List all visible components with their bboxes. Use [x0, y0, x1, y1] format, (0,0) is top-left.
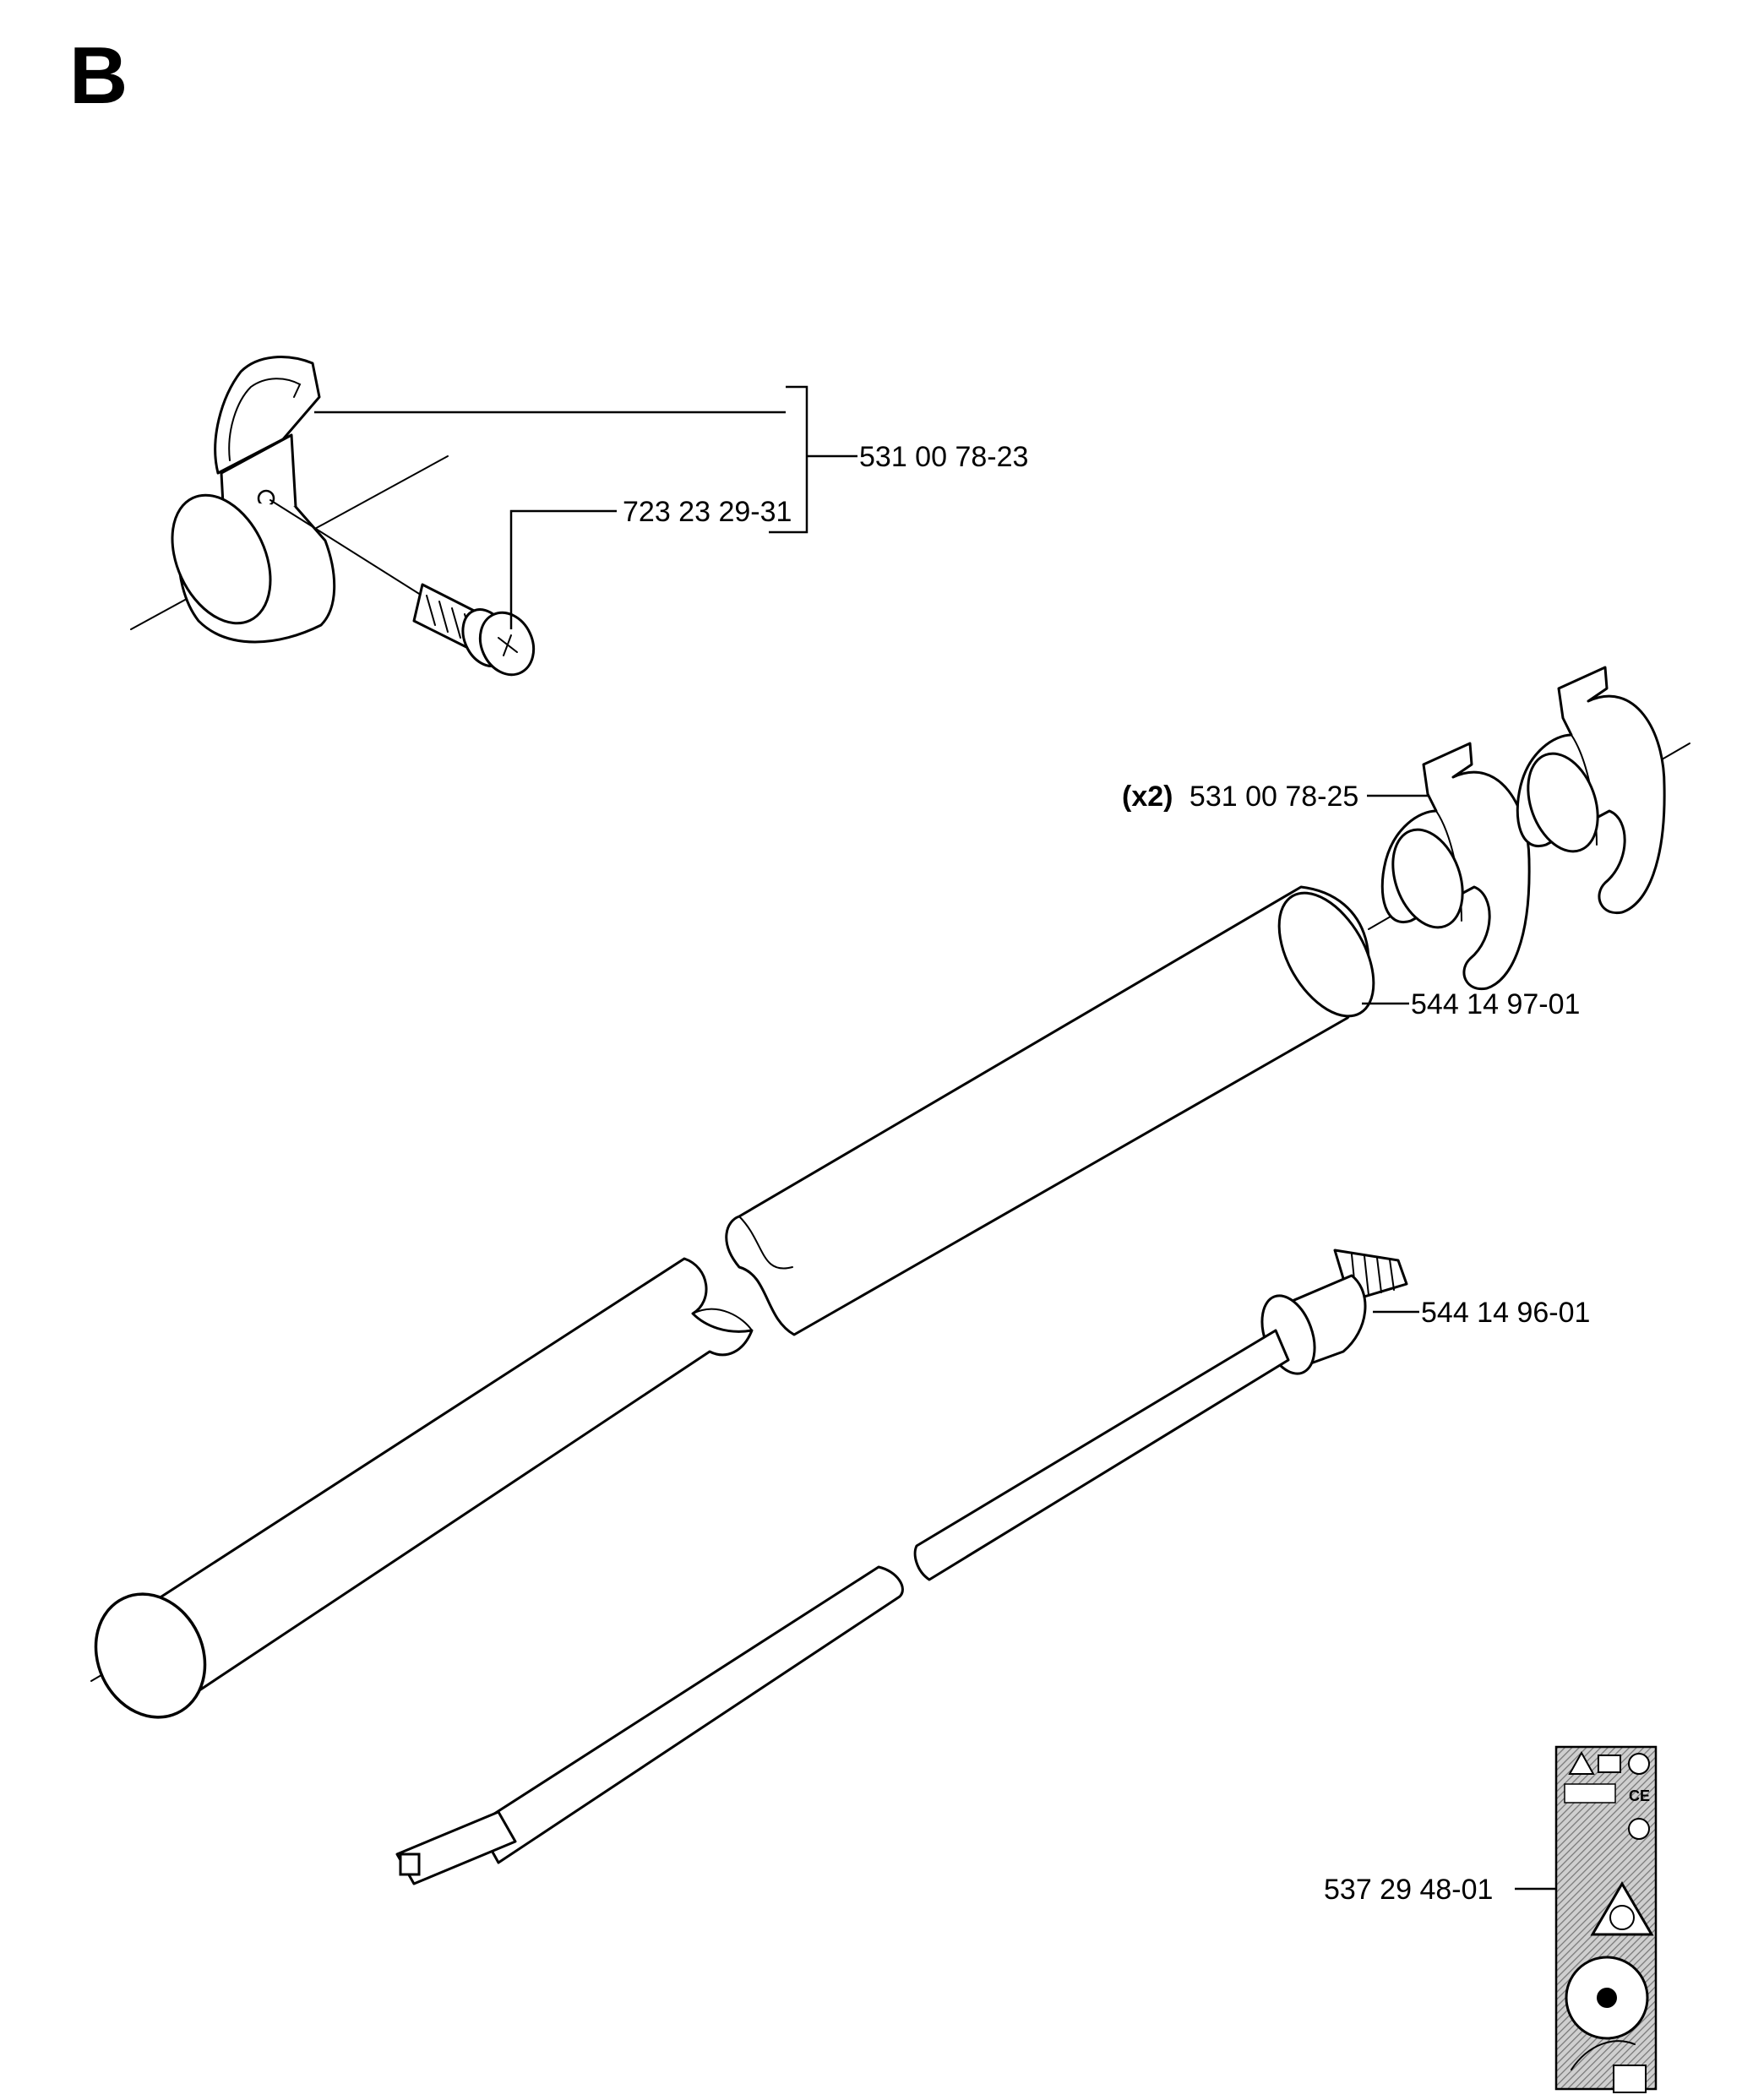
decal-drawing: CE — [1554, 1745, 1658, 2093]
clamp-qty: (x2) — [1122, 781, 1173, 813]
hanger-assembly-drawing — [130, 356, 536, 677]
drive-shaft-drawing — [395, 1249, 1408, 1885]
part-number-hanger: 531 00 78-23 — [859, 441, 1028, 473]
section-letter: B — [69, 30, 128, 121]
shaft-tube-drawing — [90, 885, 1375, 1719]
clamps-drawing — [1368, 666, 1690, 991]
part-number-screw: 723 23 29-31 — [623, 496, 792, 528]
part-number-drive-shaft: 544 14 96-01 — [1421, 1297, 1590, 1329]
svg-text:CE: CE — [1629, 1787, 1650, 1804]
svg-text:(x2) 531 00 78-25: (x2) 531 00 78-25 — [1122, 781, 1358, 813]
hanger-leaders — [314, 385, 857, 629]
part-number-tube: 544 14 97-01 — [1411, 988, 1580, 1020]
part-number-clamp: 531 00 78-25 — [1190, 781, 1358, 813]
part-number-decal: 537 29 48-01 — [1324, 1874, 1493, 1906]
